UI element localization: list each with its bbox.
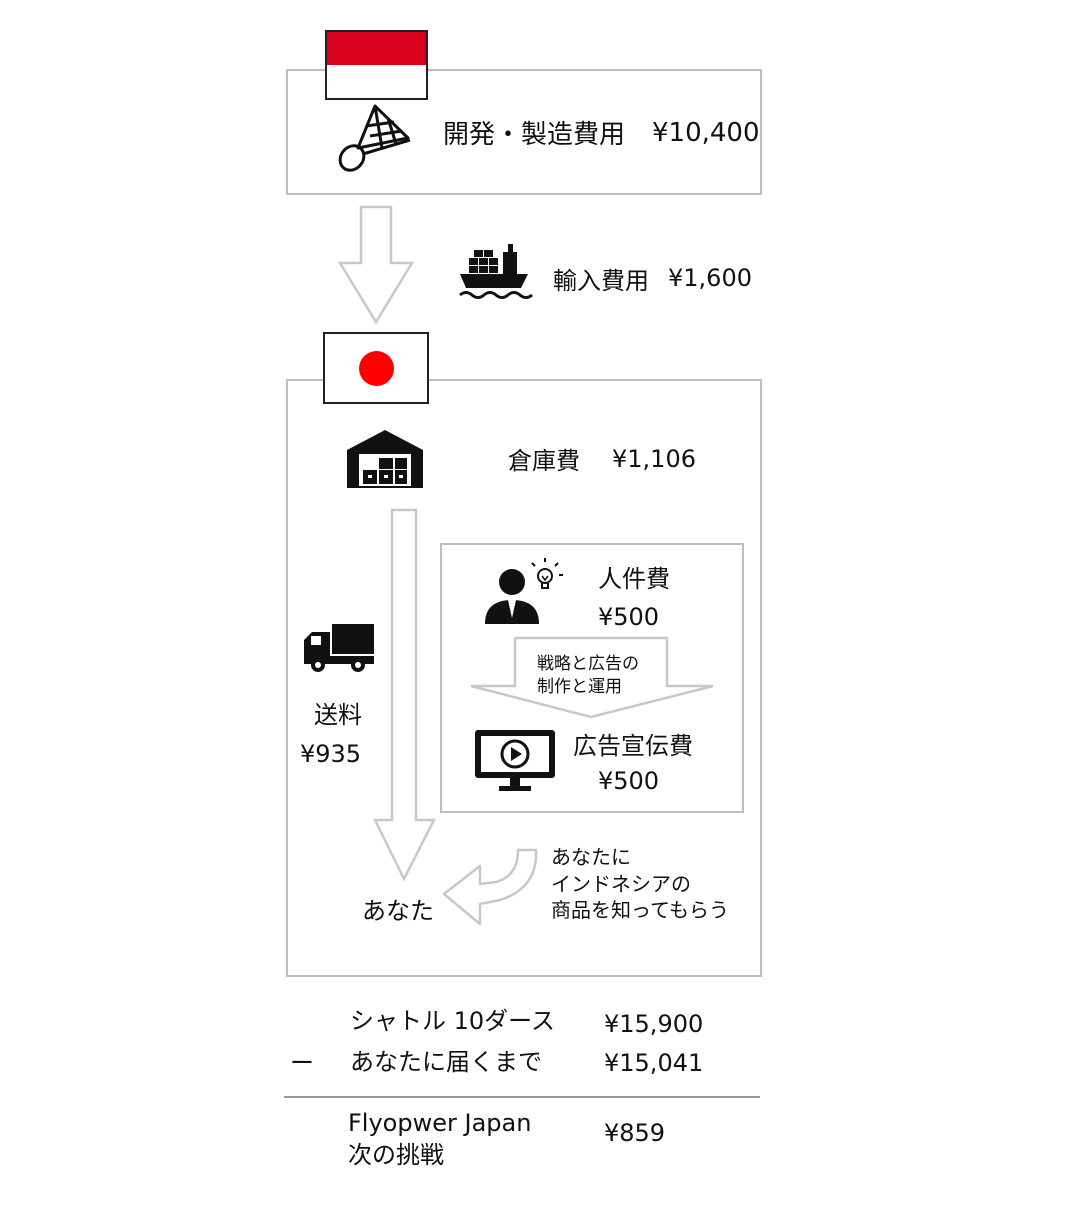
shipping-cost-value: ¥935 [300,740,362,768]
warehouse-cost-label: 倉庫費 [508,447,580,475]
businessman-idea-icon [485,558,563,624]
warehouse-icon [347,430,423,488]
message-line1: あなたに [551,845,631,869]
delivery-flow-arrow [372,508,437,882]
indonesia-flag-red-stripe [327,32,426,65]
staff-cost-label: 人件費 [598,565,670,593]
summary-row-1-label: シャトル 10ダース [350,1007,555,1035]
shipping-cost-label: 送料 [314,701,362,729]
import-flow-arrow [337,205,415,325]
marketing-flow-arrow [470,636,714,719]
message-line3: 商品を知ってもらう [551,898,729,922]
japan-flag [323,332,429,404]
video-monitor-icon [475,730,555,791]
result-label-line2: 次の挑戦 [348,1141,444,1169]
message-line2: インドネシアの [551,872,691,896]
staff-cost-value: ¥500 [598,603,660,631]
import-cost-label: 輸入費用 [553,267,649,295]
ad-cost-value: ¥500 [598,767,660,795]
import-cost-value: ¥1,600 [668,264,752,292]
marketing-note-line1: 戦略と広告の [537,654,639,674]
marketing-note-line2: 制作と運用 [537,677,622,697]
result-label-line1: Flyopwer Japan [348,1109,532,1137]
summary-divider [284,1096,760,1098]
destination-label: あなた [362,897,434,925]
summary-row-2-value: ¥15,041 [604,1049,704,1077]
result-value: ¥859 [604,1119,666,1147]
ad-cost-label: 広告宣伝費 [573,732,693,760]
indonesia-flag [325,30,428,100]
warehouse-cost-value: ¥1,106 [612,445,696,473]
japan-flag-sun [359,351,394,386]
summary-minus-sign: ー [290,1049,314,1077]
summary-row-2-label: あなたに届くまで [350,1048,542,1076]
manufacturing-cost-label: 開発・製造費用 [443,120,626,150]
shuttlecock-icon [338,104,411,172]
cargo-ship-icon [459,244,533,299]
delivery-truck-icon [304,624,374,672]
curved-arrow-to-you [442,848,538,926]
manufacturing-cost-value: ¥10,400 [652,118,760,148]
summary-row-1-value: ¥15,900 [604,1010,704,1038]
